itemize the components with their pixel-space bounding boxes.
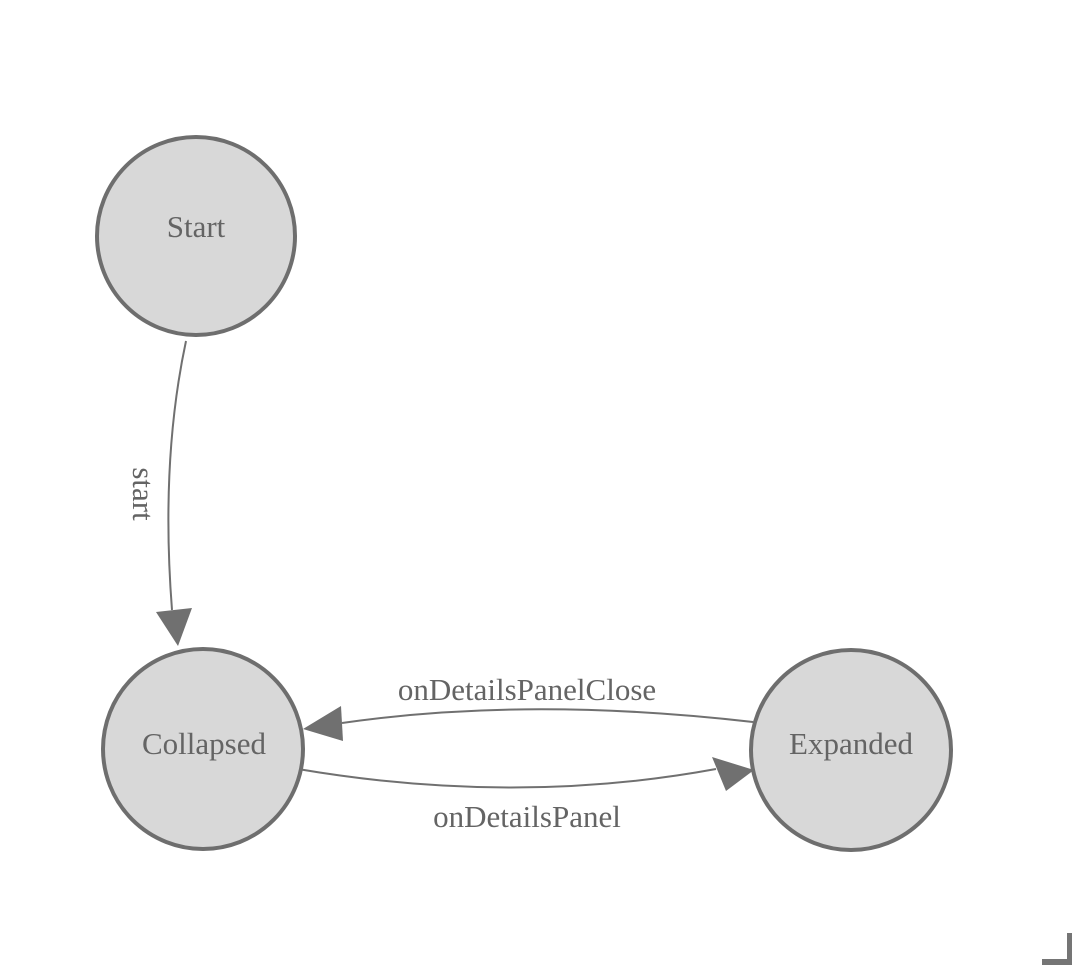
edge-start-transition-arrowhead <box>156 608 192 646</box>
state-node-collapsed-label: Collapsed <box>142 726 266 761</box>
edge-on-details-panel: onDetailsPanel <box>297 757 754 834</box>
state-node-start-label: Start <box>167 209 226 244</box>
edge-on-details-panel-path <box>297 768 717 789</box>
edge-start-transition: start <box>126 340 192 646</box>
state-node-expanded-group: Expanded <box>749 648 953 852</box>
state-node-expanded-label: Expanded <box>789 726 913 761</box>
resize-corner-horizontal-bar <box>1042 959 1072 965</box>
edge-on-details-panel-close: onDetailsPanelClose <box>303 672 754 741</box>
edge-label-on-details-panel: onDetailsPanel <box>433 799 621 834</box>
resize-corner-handle[interactable] <box>1042 933 1072 965</box>
state-node-expanded[interactable] <box>749 648 953 852</box>
state-node-collapsed-group: Collapsed <box>101 647 305 851</box>
resize-corner-vertical-bar <box>1067 933 1072 964</box>
edge-on-details-panel-close-path <box>341 708 754 724</box>
edge-start-transition-path <box>167 340 187 611</box>
state-node-start-group: Start <box>95 135 297 337</box>
edge-on-details-panel-arrowhead <box>712 757 754 791</box>
state-node-start[interactable] <box>95 135 297 337</box>
state-node-collapsed[interactable] <box>101 647 305 851</box>
edge-label-on-details-panel-close: onDetailsPanelClose <box>398 672 656 707</box>
edge-on-details-panel-close-arrowhead <box>303 706 343 741</box>
edge-label-start: start <box>126 467 161 521</box>
